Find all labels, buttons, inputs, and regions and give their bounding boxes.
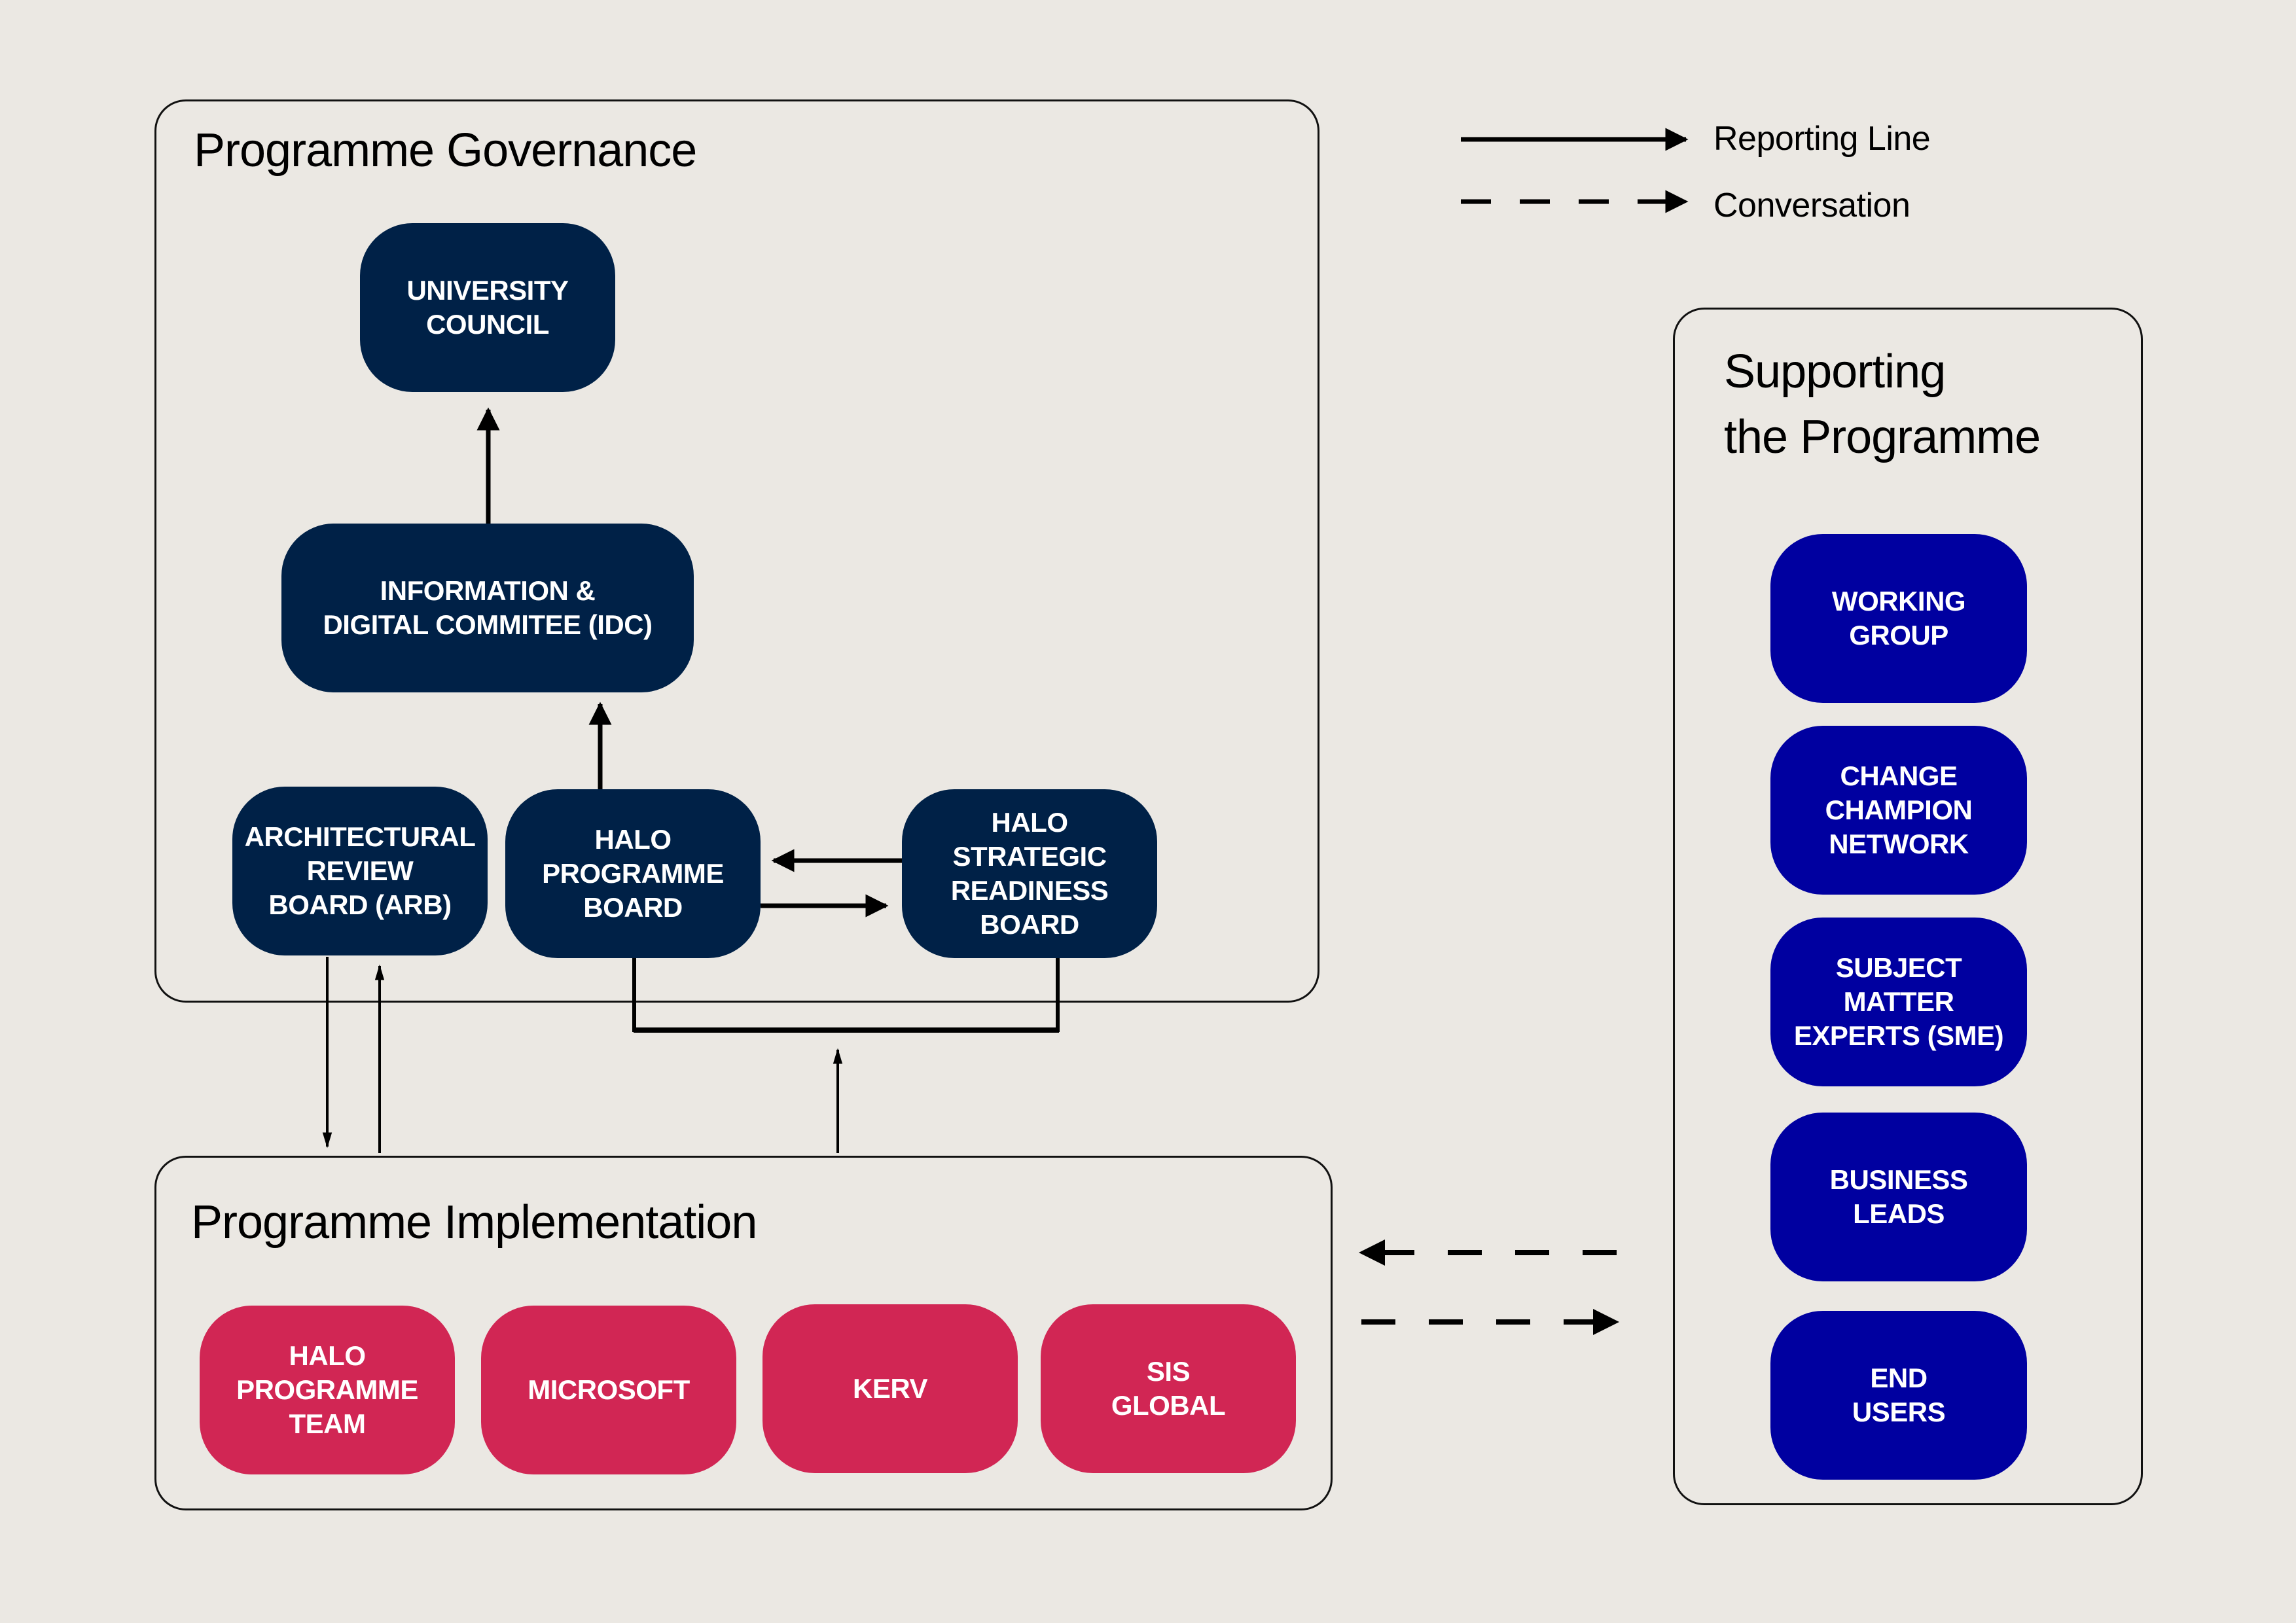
- node-working-group[interactable]: WORKING GROUP: [1770, 534, 2027, 703]
- node-sis-global[interactable]: SIS GLOBAL: [1041, 1304, 1296, 1473]
- node-halo-programme-board[interactable]: HALO PROGRAMME BOARD: [505, 789, 761, 958]
- supporting-panel: [1673, 308, 2143, 1505]
- node-change-champion-network[interactable]: CHANGE CHAMPION NETWORK: [1770, 726, 2027, 895]
- implementation-panel: [154, 1156, 1333, 1510]
- legend-reporting-line-label: Reporting Line: [1713, 120, 1931, 158]
- implementation-title: Programme Implementation: [191, 1196, 757, 1249]
- node-architectural-review-board[interactable]: ARCHITECTURAL REVIEW BOARD (ARB): [232, 787, 488, 955]
- legend-conversation-label: Conversation: [1713, 187, 1910, 224]
- node-halo-strategic-readiness-board[interactable]: HALO STRATEGIC READINESS BOARD: [902, 789, 1157, 958]
- node-end-users[interactable]: END USERS: [1770, 1311, 2027, 1480]
- node-business-leads[interactable]: BUSINESS LEADS: [1770, 1113, 2027, 1281]
- node-information-digital-committee[interactable]: INFORMATION & DIGITAL COMMITEE (IDC): [281, 524, 694, 692]
- governance-title: Programme Governance: [194, 124, 697, 177]
- node-subject-matter-experts[interactable]: SUBJECT MATTER EXPERTS (SME): [1770, 918, 2027, 1086]
- node-halo-programme-team[interactable]: HALO PROGRAMME TEAM: [200, 1306, 455, 1474]
- node-microsoft[interactable]: MICROSOFT: [481, 1306, 736, 1474]
- supporting-title: Supporting the Programme: [1724, 346, 2041, 463]
- node-university-council[interactable]: UNIVERSITY COUNCIL: [360, 223, 615, 392]
- node-kerv[interactable]: KERV: [762, 1304, 1018, 1473]
